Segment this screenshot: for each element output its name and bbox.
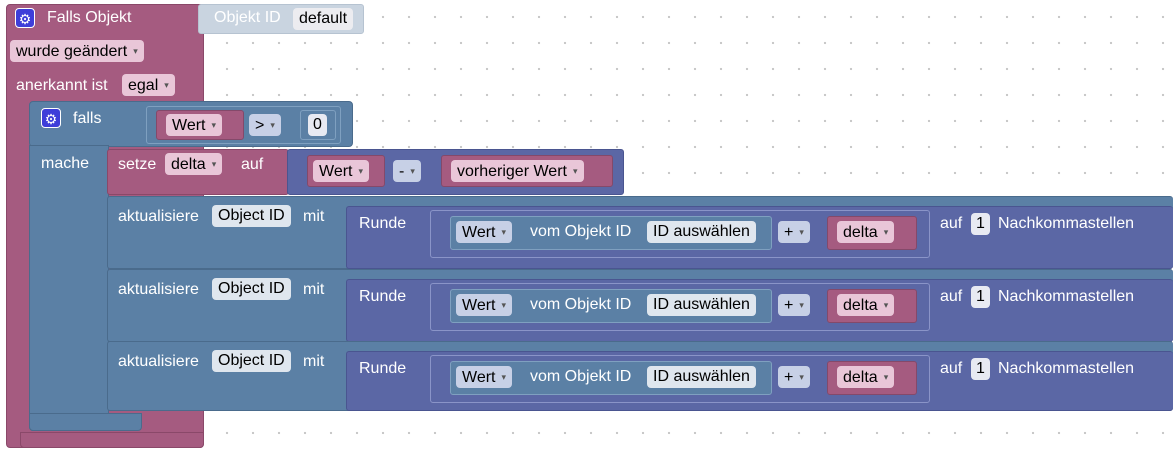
add-operator-dropdown[interactable]: +▾	[778, 221, 810, 243]
decimals-label: Nachkommastellen	[998, 360, 1135, 377]
set-to-label: auf	[241, 156, 264, 173]
delta-variable-dropdown[interactable]: delta▾	[837, 221, 895, 243]
from-object-label: vom Objekt ID	[530, 223, 632, 240]
chevron-down-icon: ▾	[270, 120, 275, 130]
select-id-field[interactable]: ID auswählen	[647, 294, 756, 316]
update-object-id[interactable]: Object ID	[212, 205, 291, 227]
delta-variable-dropdown[interactable]: delta▾	[837, 366, 895, 388]
from-object-label: vom Objekt ID	[530, 296, 632, 313]
update-label: aktualisiere	[118, 353, 199, 370]
update-with-label: mit	[303, 281, 325, 298]
chevron-down-icon: ▾	[572, 166, 578, 176]
chevron-down-icon: ▾	[211, 120, 217, 130]
object-id-value[interactable]: default	[293, 8, 354, 30]
object-id-label: Objekt ID	[214, 9, 281, 26]
do-label: mache	[41, 155, 90, 172]
add-operator-dropdown[interactable]: +▾	[778, 366, 810, 388]
if-block-spine	[29, 145, 109, 431]
chevron-down-icon: ▾	[501, 300, 507, 310]
set-label: setze	[118, 156, 157, 173]
chevron-down-icon: ▾	[883, 227, 889, 237]
update-with-label: mit	[303, 353, 325, 370]
subtract-left-dropdown[interactable]: Wert▾	[313, 160, 370, 182]
if-block-footer	[29, 413, 142, 431]
value-dropdown[interactable]: Wert▾	[456, 294, 513, 316]
compare-left-dropdown[interactable]: Wert▾	[166, 114, 223, 136]
decimals-value[interactable]: 1	[971, 358, 990, 380]
subtract-right-dropdown[interactable]: vorheriger Wert▾	[451, 160, 584, 182]
set-variable-dropdown[interactable]: delta▾	[165, 153, 223, 175]
decimals-to-label: auf	[940, 215, 963, 232]
chevron-down-icon: ▾	[358, 166, 364, 176]
round-label: Runde	[359, 288, 407, 305]
chevron-down-icon: ▾	[410, 166, 415, 176]
decimals-label: Nachkommastellen	[998, 288, 1135, 305]
ack-label: anerkannt ist	[16, 77, 108, 94]
value-dropdown[interactable]: Wert▾	[456, 221, 513, 243]
update-with-label: mit	[303, 208, 325, 225]
chevron-down-icon: ▾	[211, 159, 217, 169]
value-dropdown[interactable]: Wert▾	[456, 366, 513, 388]
select-id-field[interactable]: ID auswählen	[647, 366, 756, 388]
chevron-down-icon: ▾	[501, 372, 507, 382]
gear-icon[interactable]: ⚙	[15, 8, 35, 28]
trigger-footer	[20, 432, 204, 448]
chevron-down-icon: ▾	[164, 80, 169, 90]
chevron-down-icon: ▾	[883, 300, 889, 310]
from-object-label: vom Objekt ID	[530, 368, 632, 385]
trigger-title: Falls Objekt	[47, 9, 132, 26]
chevron-down-icon: ▾	[133, 46, 138, 56]
if-label: falls	[73, 110, 102, 127]
decimals-label: Nachkommastellen	[998, 215, 1135, 232]
decimals-value[interactable]: 1	[971, 286, 990, 308]
update-object-id[interactable]: Object ID	[212, 278, 291, 300]
round-label: Runde	[359, 215, 407, 232]
decimals-to-label: auf	[940, 360, 963, 377]
select-id-field[interactable]: ID auswählen	[647, 221, 756, 243]
chevron-down-icon: ▾	[799, 372, 804, 382]
delta-variable-dropdown[interactable]: delta▾	[837, 294, 895, 316]
chevron-down-icon: ▾	[799, 300, 804, 310]
chevron-down-icon: ▾	[883, 372, 889, 382]
decimals-to-label: auf	[940, 288, 963, 305]
changed-dropdown[interactable]: wurde geändert▾	[10, 40, 144, 62]
add-operator-dropdown[interactable]: +▾	[778, 294, 810, 316]
compare-right-value[interactable]: 0	[308, 114, 327, 136]
update-object-id[interactable]: Object ID	[212, 350, 291, 372]
update-label: aktualisiere	[118, 281, 199, 298]
chevron-down-icon: ▾	[799, 227, 804, 237]
chevron-down-icon: ▾	[501, 227, 507, 237]
subtract-operator-dropdown[interactable]: -▾	[393, 160, 421, 182]
gear-icon[interactable]: ⚙	[41, 108, 61, 128]
update-label: aktualisiere	[118, 208, 199, 225]
decimals-value[interactable]: 1	[971, 213, 990, 235]
ack-dropdown[interactable]: egal▾	[122, 74, 175, 96]
compare-operator-dropdown[interactable]: >▾	[249, 114, 281, 136]
round-label: Runde	[359, 360, 407, 377]
